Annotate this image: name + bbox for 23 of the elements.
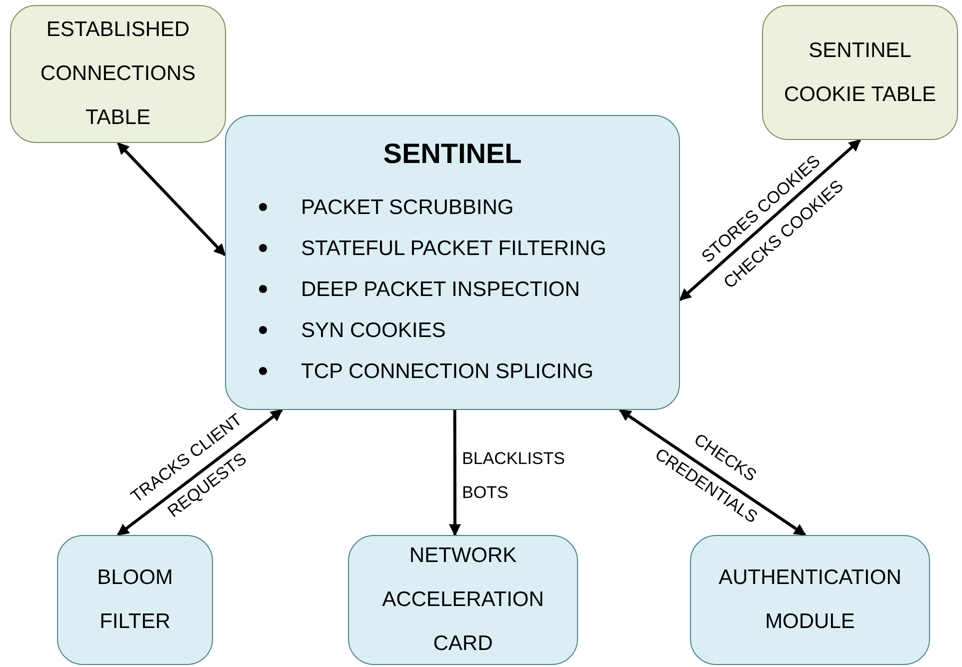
list-item: SYN COOKIES (301, 319, 446, 343)
arrow (618, 408, 806, 536)
list-item: PACKET SCRUBBING (301, 196, 514, 220)
edge-label: BLACKLISTS BOTS (462, 448, 565, 504)
component-box (348, 535, 578, 665)
node-label: BLOOM FILTER (96, 565, 174, 635)
node-label: AUTHENTICATION MODULE (718, 565, 902, 635)
node-label: ESTABLISHED CONNECTIONS TABLE (39, 17, 197, 131)
arrow (448, 410, 461, 536)
component-box (57, 535, 213, 665)
arrow (679, 138, 861, 302)
table-box (762, 5, 958, 140)
component-box (690, 535, 930, 665)
table-box (10, 5, 226, 143)
node-label: NETWORK ACCELERATION CARD (381, 543, 545, 657)
list-item: TCP CONNECTION SPLICING (301, 360, 594, 384)
list-item: DEEP PACKET INSPECTION (301, 278, 580, 302)
arrow (116, 142, 226, 256)
node-label: SENTINEL COOKIE TABLE (782, 38, 938, 108)
heading: SENTINEL (382, 138, 523, 170)
list-item: STATEFUL PACKET FILTERING (301, 237, 606, 261)
system-box (225, 115, 680, 410)
arrow (116, 408, 283, 536)
